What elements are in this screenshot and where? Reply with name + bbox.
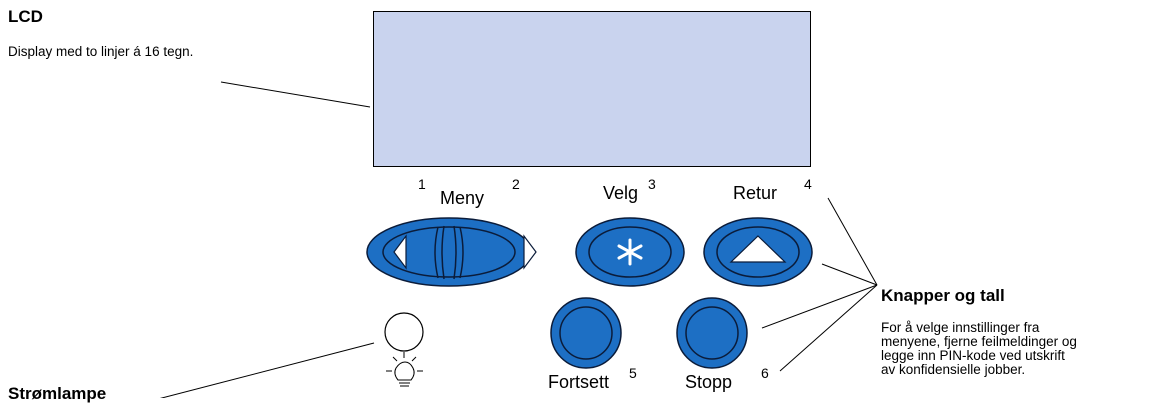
menu-num-right: 2 <box>512 176 520 192</box>
asterisk-icon <box>617 238 643 266</box>
continue-label: Fortsett <box>548 372 610 392</box>
buttons-leader-lines <box>761 197 878 372</box>
select-label: Velg <box>603 183 639 203</box>
power-leader-line <box>159 342 375 398</box>
lcd-display <box>373 11 811 167</box>
triangle-up-icon <box>729 235 787 263</box>
power-indicator-light <box>384 312 424 352</box>
select-num: 3 <box>648 176 656 192</box>
lcd-description: Display med to linjer á 16 tegn. <box>8 44 194 59</box>
menu-right-arrow-icon <box>523 234 537 270</box>
continue-num: 5 <box>629 365 637 381</box>
menu-label: Meny <box>440 188 485 208</box>
lightbulb-icon <box>386 352 423 387</box>
buttons-callout-line: menyene, fjerne feilmeldinger og <box>881 334 1077 349</box>
lcd-leader-line <box>220 81 371 108</box>
stop-label: Stopp <box>685 372 733 392</box>
buttons-callout-line: legge inn PIN-kode ved utskrift <box>881 348 1065 363</box>
back-num: 4 <box>804 176 812 192</box>
select-button[interactable] <box>575 217 685 287</box>
stop-num: 6 <box>761 365 769 381</box>
buttons-callout-line: av konfidensielle jobber. <box>881 362 1026 377</box>
back-button[interactable] <box>703 217 813 287</box>
power-light-title: Strømlampe <box>8 384 107 403</box>
lcd-title: LCD <box>8 7 43 26</box>
stop-button[interactable] <box>676 297 748 369</box>
menu-button[interactable] <box>366 217 537 287</box>
buttons-callout-line: For å velge innstillinger fra <box>881 320 1040 335</box>
back-label: Retur <box>733 183 778 203</box>
buttons-callout-description: For å velge innstillinger fra menyene, f… <box>881 321 1077 377</box>
continue-button[interactable] <box>550 297 622 369</box>
menu-num-left: 1 <box>418 176 426 192</box>
buttons-callout-title: Knapper og tall <box>881 286 1005 305</box>
menu-left-arrow-icon <box>393 234 407 270</box>
